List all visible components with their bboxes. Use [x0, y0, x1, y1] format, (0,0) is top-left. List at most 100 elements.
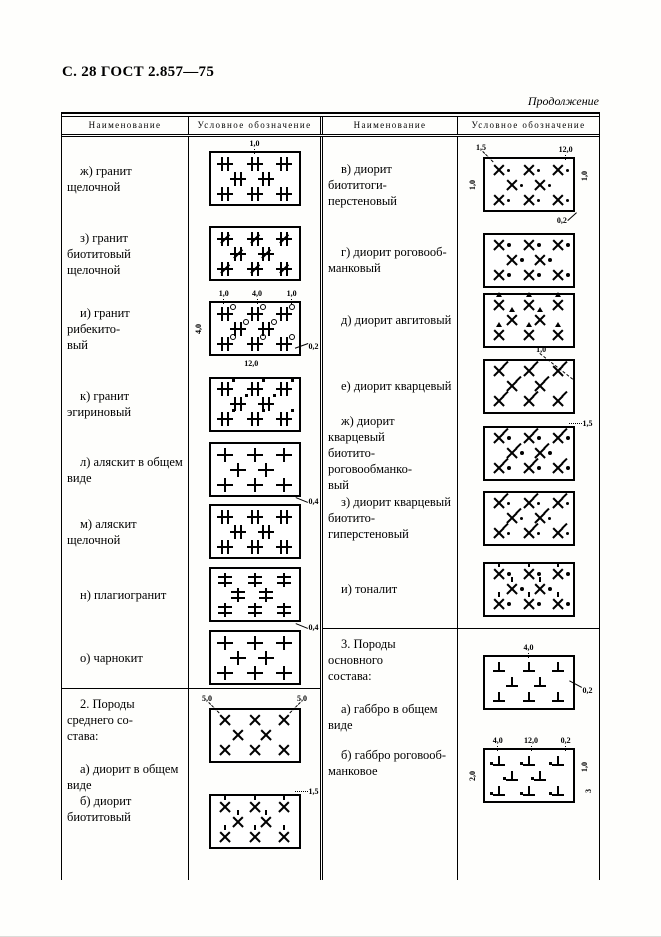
label-line: е) диорит кварцевый: [341, 379, 452, 393]
symbol-box: [208, 794, 301, 849]
dimension-label: 0,2: [308, 342, 319, 352]
symbol-stroke: [217, 545, 234, 548]
circ-mark: [288, 303, 295, 310]
sdot-mark: [519, 517, 523, 520]
symbol-stroke: [229, 530, 246, 533]
x-symbol: [550, 458, 570, 476]
dh-symbol: [247, 572, 263, 588]
symbol-box: [208, 376, 301, 432]
symbol-stroke: [556, 662, 559, 673]
tee-symbol: [521, 689, 537, 705]
tick-mark: [556, 592, 559, 598]
x-symbol: [491, 361, 510, 379]
symbol-cell: [458, 288, 599, 352]
x-symbol: [521, 458, 541, 476]
name-cell: д) диорит авгитовый: [323, 288, 458, 352]
plus-symbol: [246, 447, 263, 463]
dot-mark: [547, 258, 552, 262]
x-symbol: [504, 442, 524, 461]
column-header-symbol-left: Условное обозначение: [197, 120, 312, 130]
plus-symbol: [229, 650, 246, 666]
dh-symbol: [247, 602, 263, 618]
symbol-stroke: [510, 677, 513, 687]
tri-mark: [525, 322, 532, 328]
plus-symbol: [217, 635, 234, 651]
table-row: к) гранит эгириновый: [62, 370, 320, 438]
x-symbol: [247, 712, 263, 728]
symbol-wrap: 1,0: [191, 138, 319, 219]
x-symbol: [217, 712, 233, 728]
tick-mark: [282, 794, 285, 800]
name-cell: и) тоналит: [323, 550, 458, 628]
dv-symbol: [275, 261, 292, 277]
dimension-label: 4,0: [524, 643, 534, 658]
sdot-mark: [565, 502, 569, 506]
x-symbol: [550, 322, 566, 343]
x-symbol: [504, 307, 520, 328]
symbol-stroke: [275, 453, 292, 456]
dv-symbol: [257, 318, 277, 337]
dv-symbol: [246, 409, 265, 427]
plus-symbol: [257, 462, 274, 478]
sdot-mark: [519, 183, 523, 187]
x-symbol: [521, 592, 541, 612]
x-symbol: [550, 428, 570, 446]
dot-mark: [536, 436, 541, 441]
plus-symbol: [275, 447, 292, 463]
dimension-label: 3: [583, 788, 593, 793]
x-symbol: [217, 794, 233, 815]
dot-mark: [507, 436, 512, 441]
symbol-stroke: [253, 602, 256, 617]
tri-mark: [554, 292, 561, 298]
x-symbol: [550, 391, 568, 409]
symbol-stroke: [217, 453, 234, 456]
tee-symbol: [491, 659, 507, 675]
x-symbol: [491, 493, 511, 511]
tee-symbol: [490, 783, 507, 799]
bdot-mark: [530, 776, 534, 780]
dimension-label: 1,5: [294, 787, 319, 796]
dimension-label: 1,0: [467, 180, 477, 191]
dv-symbol: [229, 524, 246, 540]
symbol-stroke: [217, 515, 234, 518]
dv-symbol: [257, 394, 276, 412]
circ-mark: [230, 333, 237, 340]
plus-symbol: [257, 650, 274, 666]
plus-symbol: [275, 665, 292, 681]
plus-symbol: [217, 665, 234, 681]
symbol-stroke: [498, 755, 501, 766]
label-line: щелочной: [67, 262, 121, 277]
dh-symbol: [230, 587, 246, 603]
symbol-box: [482, 490, 575, 546]
x-symbol: [521, 237, 541, 253]
x-symbol: [550, 267, 570, 283]
row-label: и) тоналит: [328, 581, 453, 597]
tick-mark: [224, 794, 227, 800]
symbol-wrap: 1,5: [465, 413, 593, 494]
label-line: з) диорит кварцевый: [341, 495, 451, 509]
label-line: виде: [67, 778, 92, 792]
x-symbol: [550, 292, 566, 313]
symbol-stroke: [275, 312, 292, 315]
x-symbol: [504, 252, 524, 268]
symbol-stroke: [275, 162, 292, 165]
sq-mark: [290, 379, 294, 383]
dot-mark: [507, 572, 512, 577]
circ-mark: [270, 318, 277, 325]
symbol-stroke: [257, 177, 274, 180]
name-cell: к) гранит эгириновый: [62, 370, 189, 438]
x-symbol: [491, 523, 511, 541]
symbol-stroke: [246, 312, 263, 315]
dv-symbol: [275, 186, 292, 202]
label-line: з) гранит биотитовый: [67, 230, 131, 261]
table-row: д) диорит авгитовый: [323, 288, 599, 352]
label-line: г) диорит роговооб-: [341, 245, 447, 259]
symbol-cell: 1,5: [189, 781, 320, 880]
column-header-symbol-right: Условное обозначение: [471, 120, 586, 130]
sdot-mark: [565, 532, 569, 536]
symbol-box: [208, 707, 301, 763]
center-divider: [320, 137, 323, 880]
